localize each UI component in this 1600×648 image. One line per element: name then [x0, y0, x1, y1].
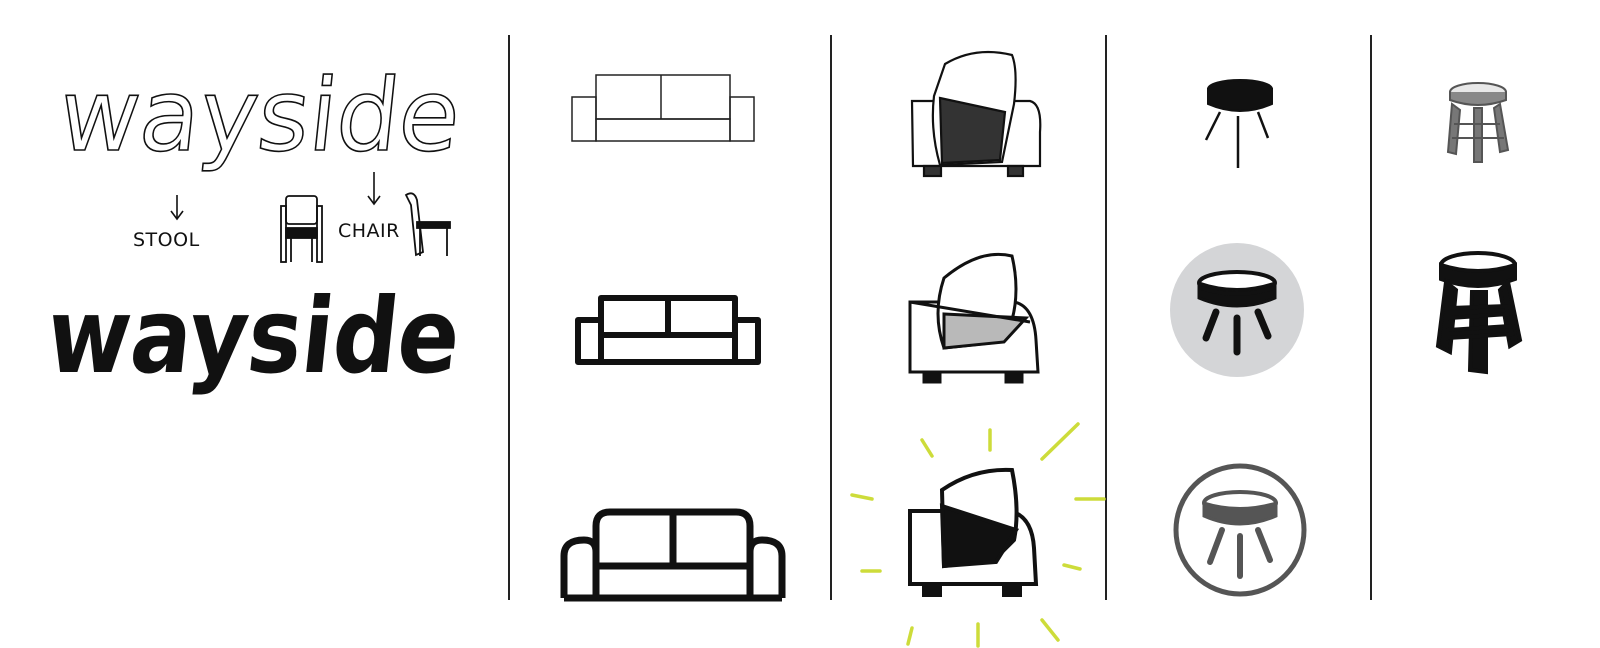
- armchair-outline-icon: [908, 252, 1040, 384]
- lettering-column: wayside STOOL CHAIR waysid: [41, 56, 467, 397]
- column-dividers: [508, 35, 1372, 600]
- chair-note: CHAIR: [338, 220, 400, 242]
- bar-stool-column: [1435, 82, 1523, 375]
- stool-note: STOOL: [133, 229, 200, 251]
- arrow-to-chair: [367, 172, 381, 206]
- stool-sketch-icon: [1204, 79, 1273, 168]
- wordmark-outline-sketch: wayside: [54, 57, 466, 174]
- arrow-to-stool: [170, 195, 184, 221]
- armchair-column: [850, 50, 1106, 648]
- stool-badge-icon: [1170, 243, 1304, 377]
- wordmark-solid: wayside: [41, 275, 466, 397]
- sofa-outline-icon: [575, 295, 761, 365]
- chair-front-sketch: [280, 195, 323, 263]
- spark-lines: [850, 422, 1106, 648]
- sofa-rounded-icon: [560, 508, 786, 602]
- sofa-column: [560, 74, 786, 602]
- stool-ring-icon: [1173, 463, 1307, 597]
- bar-stool-solid-icon: [1435, 251, 1523, 375]
- sofa-sketch-icon: [571, 74, 755, 142]
- round-stool-column: [1170, 79, 1307, 597]
- armchair-bold-icon: [908, 467, 1039, 597]
- chair-side-sketch: [404, 192, 451, 257]
- bar-stool-sketch-icon: [1446, 82, 1510, 163]
- armchair-sketch-icon: [910, 50, 1042, 178]
